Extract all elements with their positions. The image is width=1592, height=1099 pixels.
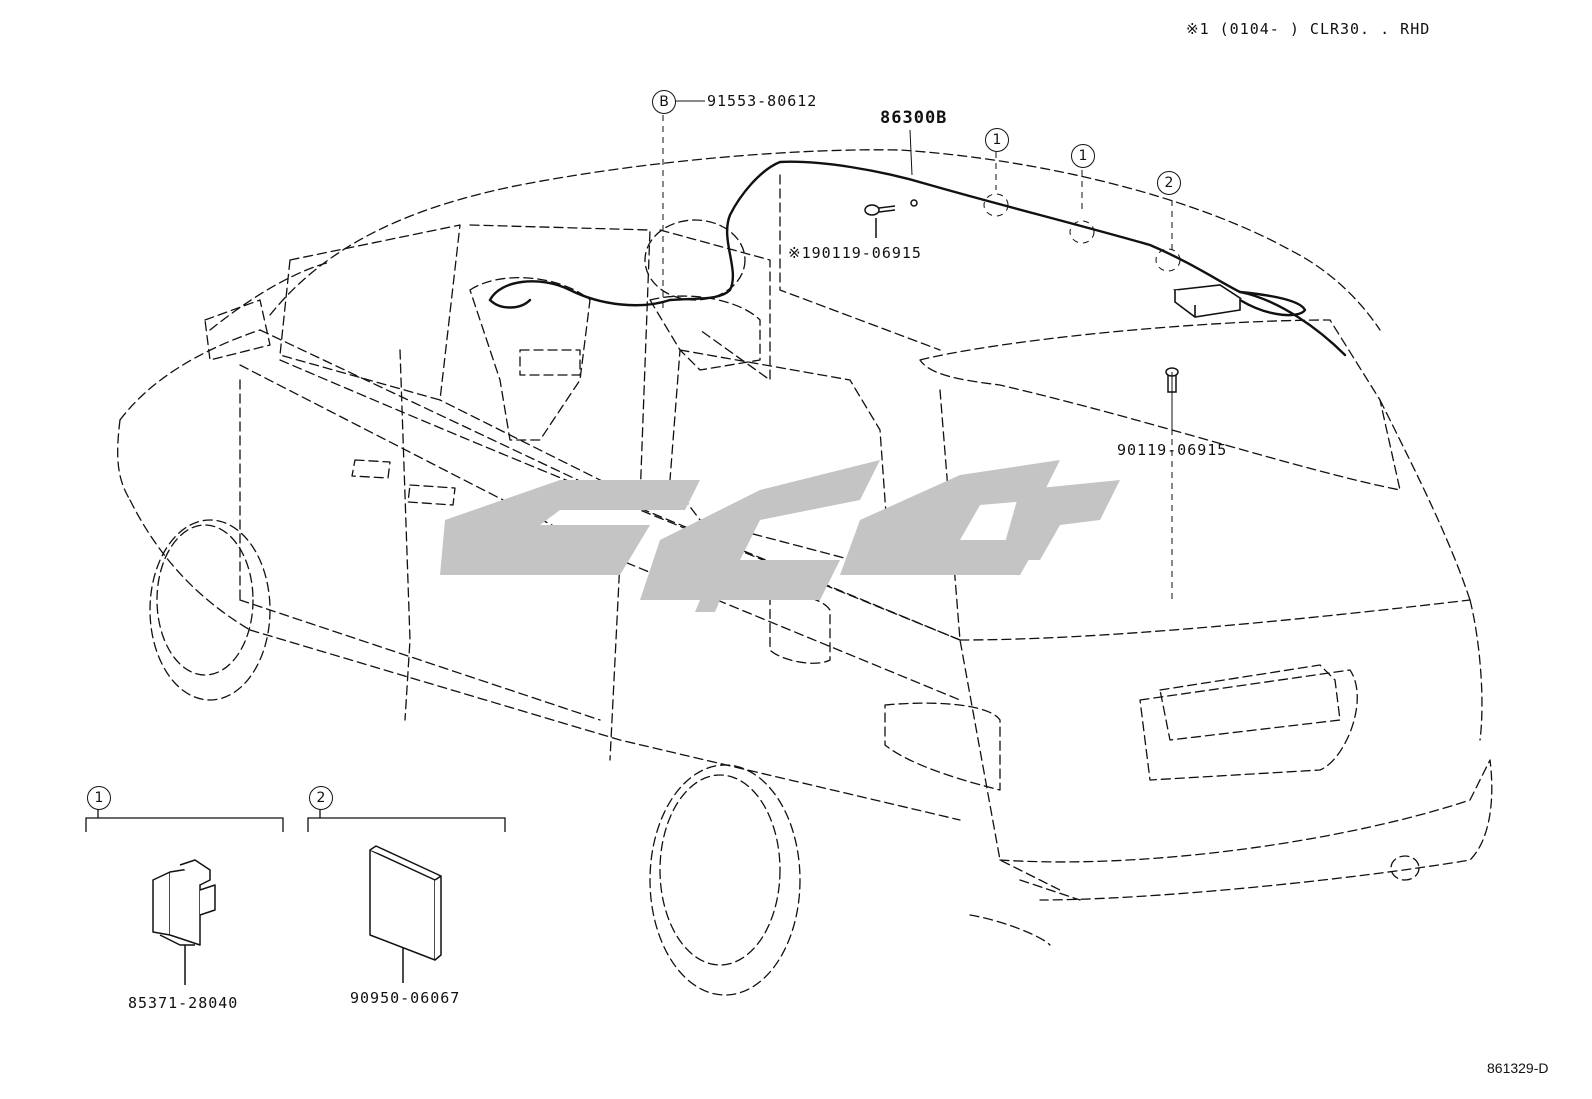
marker-2: 2: [1157, 171, 1181, 195]
part-number-harness: 86300B: [880, 108, 948, 128]
part-number-screw-rear: 90119-06915: [1117, 441, 1228, 459]
detail-2-bracket: [307, 808, 506, 832]
detail-2-marker: 2: [309, 786, 333, 810]
solid-leaders: [673, 100, 1173, 435]
header-note: ※1 (0104- ) CLR30. . RHD: [1186, 20, 1431, 38]
screw-front-icon: [864, 199, 918, 238]
pad-part-icon: [369, 845, 442, 983]
clip-part-icon: [152, 859, 216, 985]
amplifier-unit: [1172, 284, 1243, 318]
part-number-clip: 85371-28040: [128, 994, 239, 1012]
marker-b: B: [652, 90, 676, 114]
watermark-logo: [440, 460, 1120, 612]
marker-1-a: 1: [985, 128, 1009, 152]
antenna-harness-wire: [488, 160, 1347, 357]
part-number-bolt: 91553-80612: [707, 92, 818, 110]
detail-1-bracket: [85, 808, 284, 832]
part-number-pad: 90950-06067: [350, 989, 461, 1007]
marker-1-b: 1: [1071, 144, 1095, 168]
diagram-code: 861329-D: [1487, 1060, 1549, 1076]
part-number-screw-front: ※190119-06915: [788, 244, 922, 262]
detail-1-marker: 1: [87, 786, 111, 810]
